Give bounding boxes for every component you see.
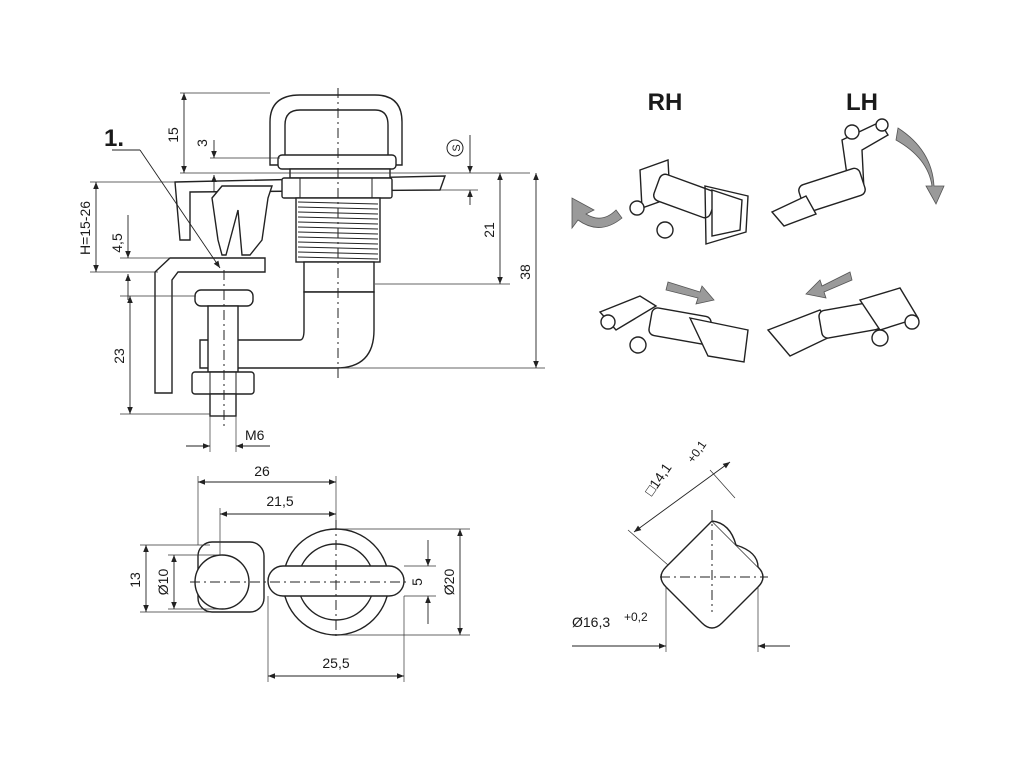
dim-21: 21 bbox=[481, 222, 497, 238]
dim-10: Ø10 bbox=[155, 569, 171, 596]
panel-cutout: □14,1 +0,1 Ø16,3 +0,2 bbox=[572, 438, 790, 652]
rotate-arrow-rh bbox=[571, 197, 623, 230]
side-view: 15 3 S H=15-26 4,5 23 21 38 M6 bbox=[77, 88, 545, 452]
callout-1: 1. bbox=[104, 125, 124, 152]
cutout-square-tol: +0,1 bbox=[684, 438, 709, 466]
hex-nut bbox=[281, 177, 393, 199]
cam-arm bbox=[199, 291, 375, 369]
dim-m6: M6 bbox=[245, 427, 265, 443]
plastic-clip bbox=[211, 185, 273, 256]
lock-washer bbox=[289, 168, 391, 179]
dim-23: 23 bbox=[111, 348, 127, 364]
bolt-nut bbox=[191, 371, 255, 395]
dim-3: 3 bbox=[194, 139, 210, 147]
cutout-diameter: Ø16,3 bbox=[572, 614, 610, 630]
push-arrow-lh bbox=[805, 271, 853, 299]
lh-lock-open bbox=[770, 118, 889, 227]
bolt-shaft bbox=[207, 305, 239, 373]
dim-4-5: 4,5 bbox=[109, 233, 125, 253]
bolt-end bbox=[209, 393, 237, 417]
cutout-diameter-tol: +0,2 bbox=[624, 610, 648, 624]
dim-13: 13 bbox=[127, 572, 143, 588]
lock-head bbox=[277, 154, 397, 170]
mounting-bracket bbox=[154, 257, 266, 394]
rh-lock-closed bbox=[598, 295, 749, 363]
top-view: 26 21,5 13 Ø10 5 Ø20 25,5 bbox=[127, 463, 470, 682]
dim-21-5: 21,5 bbox=[266, 493, 293, 509]
bolt-circle bbox=[194, 554, 250, 610]
dim-15: 15 bbox=[165, 127, 181, 143]
label-rh: RH bbox=[648, 89, 683, 116]
push-arrow-rh bbox=[665, 281, 715, 305]
rh-lock-open bbox=[629, 159, 749, 245]
label-lh: LH bbox=[846, 89, 878, 116]
variants: RH LH bbox=[571, 89, 945, 363]
cutout-square: □14,1 bbox=[641, 460, 675, 499]
lock-body bbox=[303, 261, 375, 293]
dim-s: S bbox=[451, 144, 463, 151]
dim-20: Ø20 bbox=[441, 569, 457, 596]
rotate-arrow-lh bbox=[895, 127, 945, 205]
dim-38: 38 bbox=[517, 264, 533, 280]
lh-lock-closed bbox=[766, 287, 920, 357]
dim-h: H=15-26 bbox=[77, 201, 93, 255]
dim-5: 5 bbox=[409, 578, 425, 586]
dim-26: 26 bbox=[254, 463, 270, 479]
dim-25-5: 25,5 bbox=[322, 655, 349, 671]
